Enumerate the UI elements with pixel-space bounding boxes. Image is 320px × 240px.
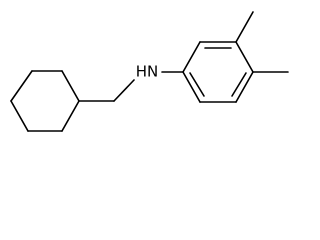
cyclohexane-ring: [10, 70, 80, 132]
ch2-n-bond: [113, 79, 135, 102]
aromatic-double-bond: [189, 72, 205, 97]
methyl-groups: [235, 11, 289, 73]
chemical-structure-diagram: HN: [10, 11, 289, 132]
ring-bond: [182, 71, 201, 103]
ring-bond: [235, 71, 254, 103]
amine-label: HN: [136, 63, 159, 81]
ring-bond: [235, 41, 254, 73]
ring-bond: [61, 70, 80, 102]
ring-bond: [10, 100, 29, 132]
ring-bond: [61, 100, 80, 132]
methyl-bond-3: [235, 11, 254, 43]
methylene-linker: [78, 79, 135, 102]
benzene-ring: [182, 41, 254, 103]
ring-bond: [10, 70, 33, 102]
aromatic-double-bond: [231, 72, 247, 97]
ring-bond: [182, 41, 201, 73]
